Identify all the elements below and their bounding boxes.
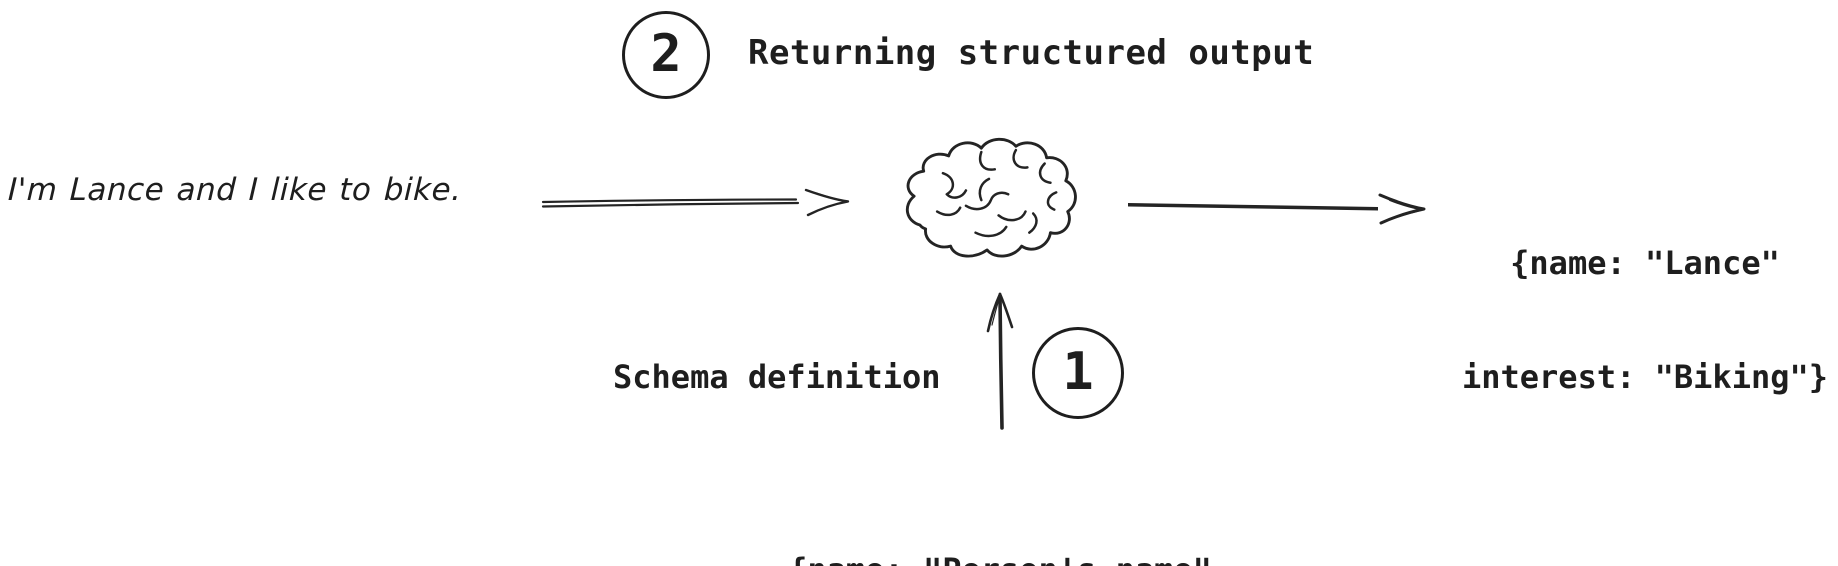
output-code-line-2: interest: "Biking"} bbox=[1461, 358, 1829, 396]
step-1-badge: 1 bbox=[1032, 327, 1124, 419]
schema-arrow-icon bbox=[986, 292, 1014, 430]
output-code-line-1: {name: "Lance" bbox=[1510, 244, 1780, 282]
user-input-text: I'm Lance and I like to bike. bbox=[7, 172, 463, 208]
input-arrow-icon bbox=[541, 188, 850, 217]
brain-icon bbox=[905, 137, 1077, 258]
schema-code-line-1: {name: "Person's name" bbox=[700, 551, 1300, 566]
schema-label: Schema definition bbox=[613, 358, 941, 396]
step-2-number: 2 bbox=[650, 24, 682, 84]
step-1-number: 1 bbox=[1062, 342, 1094, 402]
schema-code: {name: "Person's name" interest: "Person… bbox=[700, 475, 1300, 566]
diagram-title: Returning structured output bbox=[748, 33, 1315, 73]
output-code: {name: "Lance" interest: "Biking"} bbox=[1442, 168, 1838, 472]
step-2-badge: 2 bbox=[622, 11, 710, 99]
output-arrow-icon bbox=[1128, 193, 1426, 225]
